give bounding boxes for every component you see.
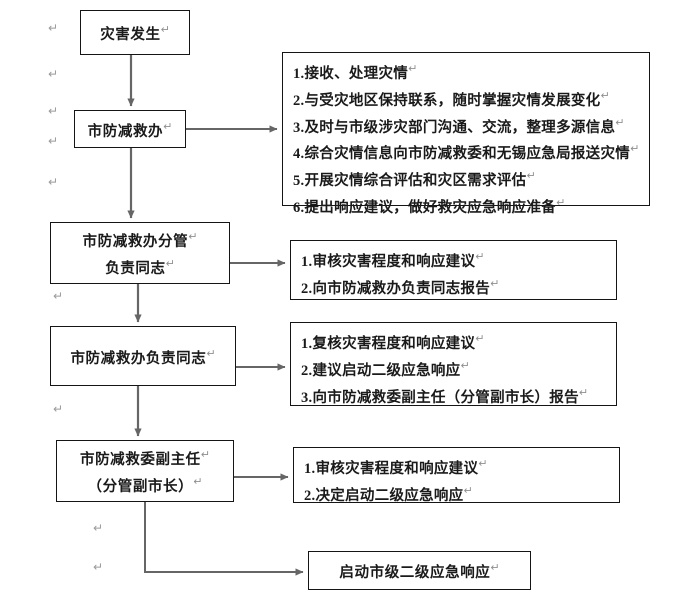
paragraph-mark: ↵ bbox=[48, 67, 59, 81]
duty-item: 5.开展灾情综合评估和灾区需求评估↵ bbox=[293, 169, 536, 190]
node-line: 启动市级二级应急响应↵ bbox=[339, 561, 500, 581]
node-city-disaster-office[interactable]: 市防减救办↵ bbox=[74, 110, 186, 148]
node-office-deputy-in-charge[interactable]: 市防减救办分管↵ 负责同志↵ bbox=[50, 222, 230, 284]
connector-vicechair-to-activate bbox=[144, 502, 304, 576]
node-committee-vice-director[interactable]: 市防减救委副主任↵ （分管副市长）↵ bbox=[56, 440, 234, 502]
paragraph-mark: ↵ bbox=[48, 104, 59, 118]
duty-item: 3.及时与市级涉灾部门沟通、交流，整理多源信息↵ bbox=[293, 115, 625, 136]
node-line: 市防减救办↵ bbox=[87, 119, 173, 140]
duty-item: 3.向市防减救委副主任（分管副市长）报告↵ bbox=[301, 385, 589, 406]
node-line: （分管副市长）↵ bbox=[87, 475, 203, 495]
node-line: 市防减救办分管↵ bbox=[82, 230, 198, 250]
duty-item: 2.向市防减救办负责同志报告↵ bbox=[301, 276, 500, 297]
duty-item: 2.与受灾地区保持联系，随时掌握灾情发展变化↵ bbox=[293, 88, 610, 109]
node-line: 市防减救办负责同志↵ bbox=[70, 346, 216, 367]
paragraph-mark: ↵ bbox=[48, 21, 59, 35]
duty-item: 2.决定启动二级应急响应↵ bbox=[304, 483, 473, 504]
duty-box-deputy-duties[interactable]: 1.审核灾害程度和响应建议↵ 2.向市防减救办负责同志报告↵ bbox=[290, 240, 617, 300]
node-line: 市防减救委副主任↵ bbox=[79, 448, 211, 468]
duty-box-leader-duties[interactable]: 1.复核灾害程度和响应建议↵ 2.建议启动二级应急响应↵ 3.向市防减救委副主任… bbox=[290, 322, 617, 406]
duty-item: 1.复核灾害程度和响应建议↵ bbox=[301, 332, 485, 352]
paragraph-mark: ↵ bbox=[53, 289, 64, 303]
node-activate-level-two-response[interactable]: 启动市级二级应急响应↵ bbox=[308, 551, 531, 590]
duty-item: 4.综合灾情信息向市防减救委和无锡应急局报送灾情↵ bbox=[293, 142, 640, 163]
duty-item: 2.建议启动二级应急响应↵ bbox=[301, 358, 470, 379]
paragraph-mark: ↵ bbox=[53, 402, 64, 416]
duty-item: 6.提出响应建议，做好救灾应急响应准备↵ bbox=[293, 196, 566, 216]
paragraph-mark: ↵ bbox=[48, 134, 59, 148]
duty-item: 1.审核灾害程度和响应建议↵ bbox=[304, 457, 488, 477]
duty-item: 1.审核灾害程度和响应建议↵ bbox=[301, 250, 485, 270]
node-line: 灾害发生↵ bbox=[100, 23, 170, 43]
node-line: 负责同志↵ bbox=[105, 257, 175, 277]
node-disaster-occurs[interactable]: 灾害发生↵ bbox=[80, 10, 190, 55]
paragraph-mark: ↵ bbox=[48, 175, 59, 189]
paragraph-mark: ↵ bbox=[93, 521, 104, 535]
paragraph-mark: ↵ bbox=[93, 560, 104, 574]
duty-box-vicechair-duties[interactable]: 1.审核灾害程度和响应建议↵ 2.决定启动二级应急响应↵ bbox=[293, 447, 620, 504]
node-office-responsible-comrade[interactable]: 市防减救办负责同志↵ bbox=[50, 326, 236, 386]
duty-item: 1.接收、处理灾情↵ bbox=[293, 62, 418, 82]
duty-box-office-duties[interactable]: 1.接收、处理灾情↵ 2.与受灾地区保持联系，随时掌握灾情发展变化↵ 3.及时与… bbox=[282, 52, 650, 216]
